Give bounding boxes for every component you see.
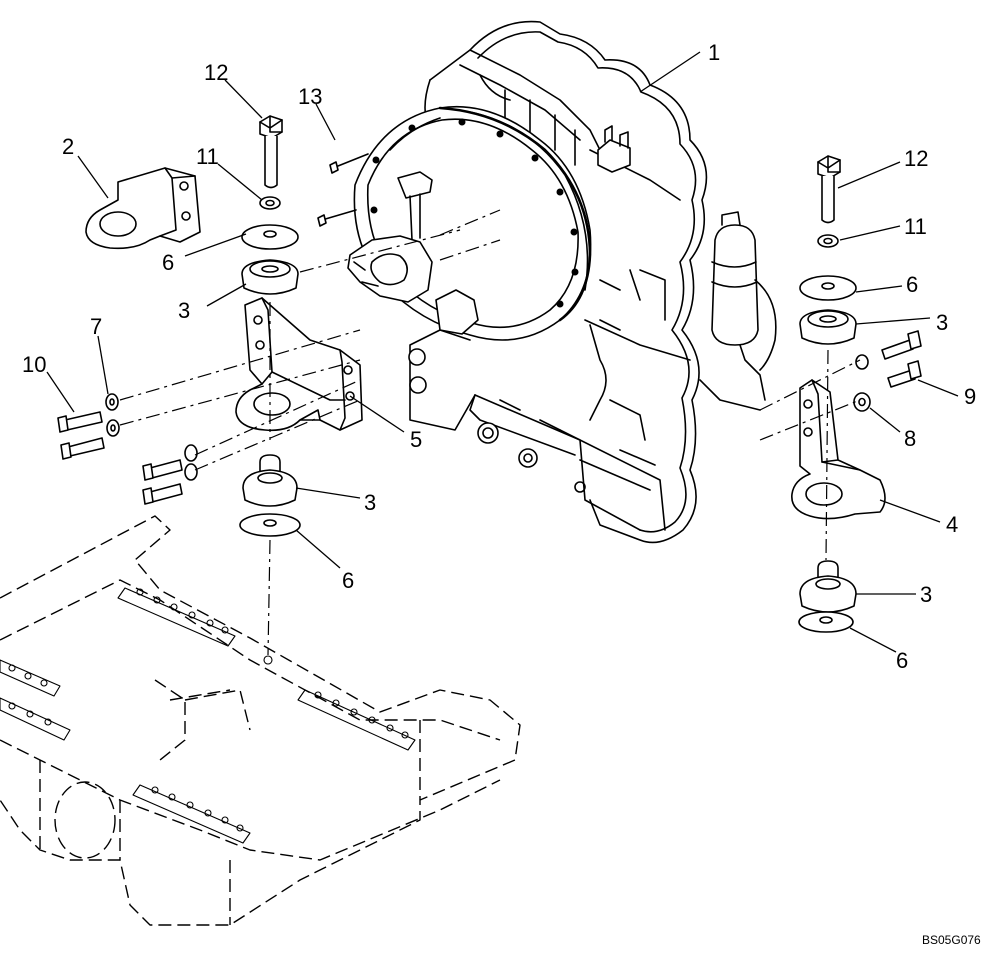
callout-1: 1 [708, 40, 720, 65]
chassis-frame [0, 515, 521, 926]
callout-6-lower-left: 6 [342, 568, 354, 593]
callout-13: 13 [298, 84, 322, 109]
callout-12-left: 12 [204, 60, 228, 85]
callout-11-right: 11 [904, 214, 927, 239]
callout-6-upper-right: 6 [906, 272, 918, 297]
callout-6-lower-right: 6 [896, 648, 908, 673]
transmission-housing [408, 20, 777, 544]
callout-3-upper-right: 3 [936, 310, 948, 335]
mount-bracket-4 [791, 379, 886, 520]
callout-3-lower-right: 3 [920, 582, 932, 607]
figure-code: BS05G076 [922, 933, 981, 947]
frame-bolt-strips [0, 587, 416, 844]
converter-housing [317, 105, 592, 341]
callout-12-right: 12 [904, 146, 928, 171]
isolator-lower-right [798, 560, 857, 633]
isolator-stack-upper-left [241, 115, 299, 295]
mount-bracket-left [85, 167, 201, 250]
isolator-stack-upper-right [799, 155, 857, 345]
callout-8: 8 [904, 426, 916, 451]
callout-4: 4 [946, 512, 958, 537]
leader-lines [46, 51, 959, 653]
callout-9: 9 [964, 384, 976, 409]
isolator-lower-left [239, 454, 301, 537]
callout-2: 2 [62, 134, 74, 159]
callout-7: 7 [90, 314, 102, 339]
left-bolts-washers [57, 393, 198, 505]
callout-10: 10 [22, 352, 46, 377]
callout-3-lower-left: 3 [364, 490, 376, 515]
callout-3-upper-left: 3 [178, 298, 190, 323]
callout-5: 5 [410, 427, 422, 452]
alignment-lines [119, 209, 861, 656]
callout-6-upper-left: 6 [162, 250, 174, 275]
callout-numbers: 1 2 3 3 3 3 4 5 6 6 6 6 7 8 9 10 11 11 1… [22, 40, 976, 673]
mount-bracket-5 [235, 297, 363, 432]
right-bolts-washers [853, 330, 922, 412]
callout-11-left: 11 [196, 144, 219, 169]
